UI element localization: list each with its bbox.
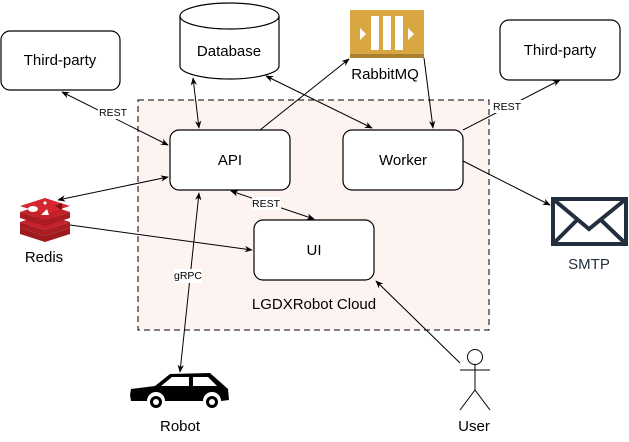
- edge-labels: REST REST REST gRPC: [98, 100, 522, 283]
- node-label: Worker: [379, 152, 427, 169]
- ui-node[interactable]: UI: [253, 219, 375, 281]
- third-party-right-node[interactable]: Third-party: [499, 19, 621, 81]
- edge-label-rest: REST: [493, 101, 522, 113]
- node-label: SMTP: [568, 256, 610, 273]
- edge-rabbitmq-worker: [423, 57, 436, 129]
- redis-node[interactable]: Redis: [20, 198, 70, 266]
- cloud-label: LGDXRobot Cloud: [252, 296, 376, 313]
- rabbitmq-icon: [350, 10, 424, 58]
- user-actor-icon: [459, 349, 491, 411]
- robot-node[interactable]: Robot: [130, 373, 229, 435]
- smtp-node[interactable]: SMTP: [551, 197, 628, 273]
- database-node[interactable]: Database: [179, 2, 280, 80]
- node-label: API: [218, 152, 242, 169]
- node-label: Third-party: [24, 52, 97, 69]
- third-party-left-node[interactable]: Third-party: [0, 30, 121, 91]
- envelope-icon: [551, 197, 628, 246]
- edge-label-rest: REST: [252, 198, 281, 210]
- user-node[interactable]: User: [458, 349, 491, 435]
- edge-user-ui: [375, 280, 461, 364]
- edge-worker-smtp: [462, 160, 551, 206]
- node-label: RabbitMQ: [351, 66, 419, 83]
- worker-node[interactable]: Worker: [342, 129, 464, 191]
- node-label: User: [458, 418, 490, 435]
- edge-label-grpc: gRPC: [174, 270, 202, 282]
- car-icon: [130, 373, 229, 410]
- node-label: Robot: [160, 418, 201, 435]
- node-label: Third-party: [524, 42, 597, 59]
- edge-redis-ui: [69, 224, 253, 253]
- node-label: UI: [307, 242, 322, 259]
- api-node[interactable]: API: [169, 129, 291, 191]
- edges: [57, 57, 561, 373]
- edge-database-worker: [265, 75, 373, 129]
- node-label: Database: [197, 43, 261, 60]
- edge-api-rabbitmq: [259, 58, 350, 131]
- database-icon: [179, 16, 280, 80]
- edge-database-api: [190, 77, 202, 129]
- edge-redis-api: [57, 175, 169, 202]
- edge-label-rest: REST: [99, 107, 128, 119]
- rabbitmq-node[interactable]: RabbitMQ: [350, 10, 424, 83]
- redis-icon: [20, 198, 70, 242]
- node-label: Redis: [25, 249, 63, 266]
